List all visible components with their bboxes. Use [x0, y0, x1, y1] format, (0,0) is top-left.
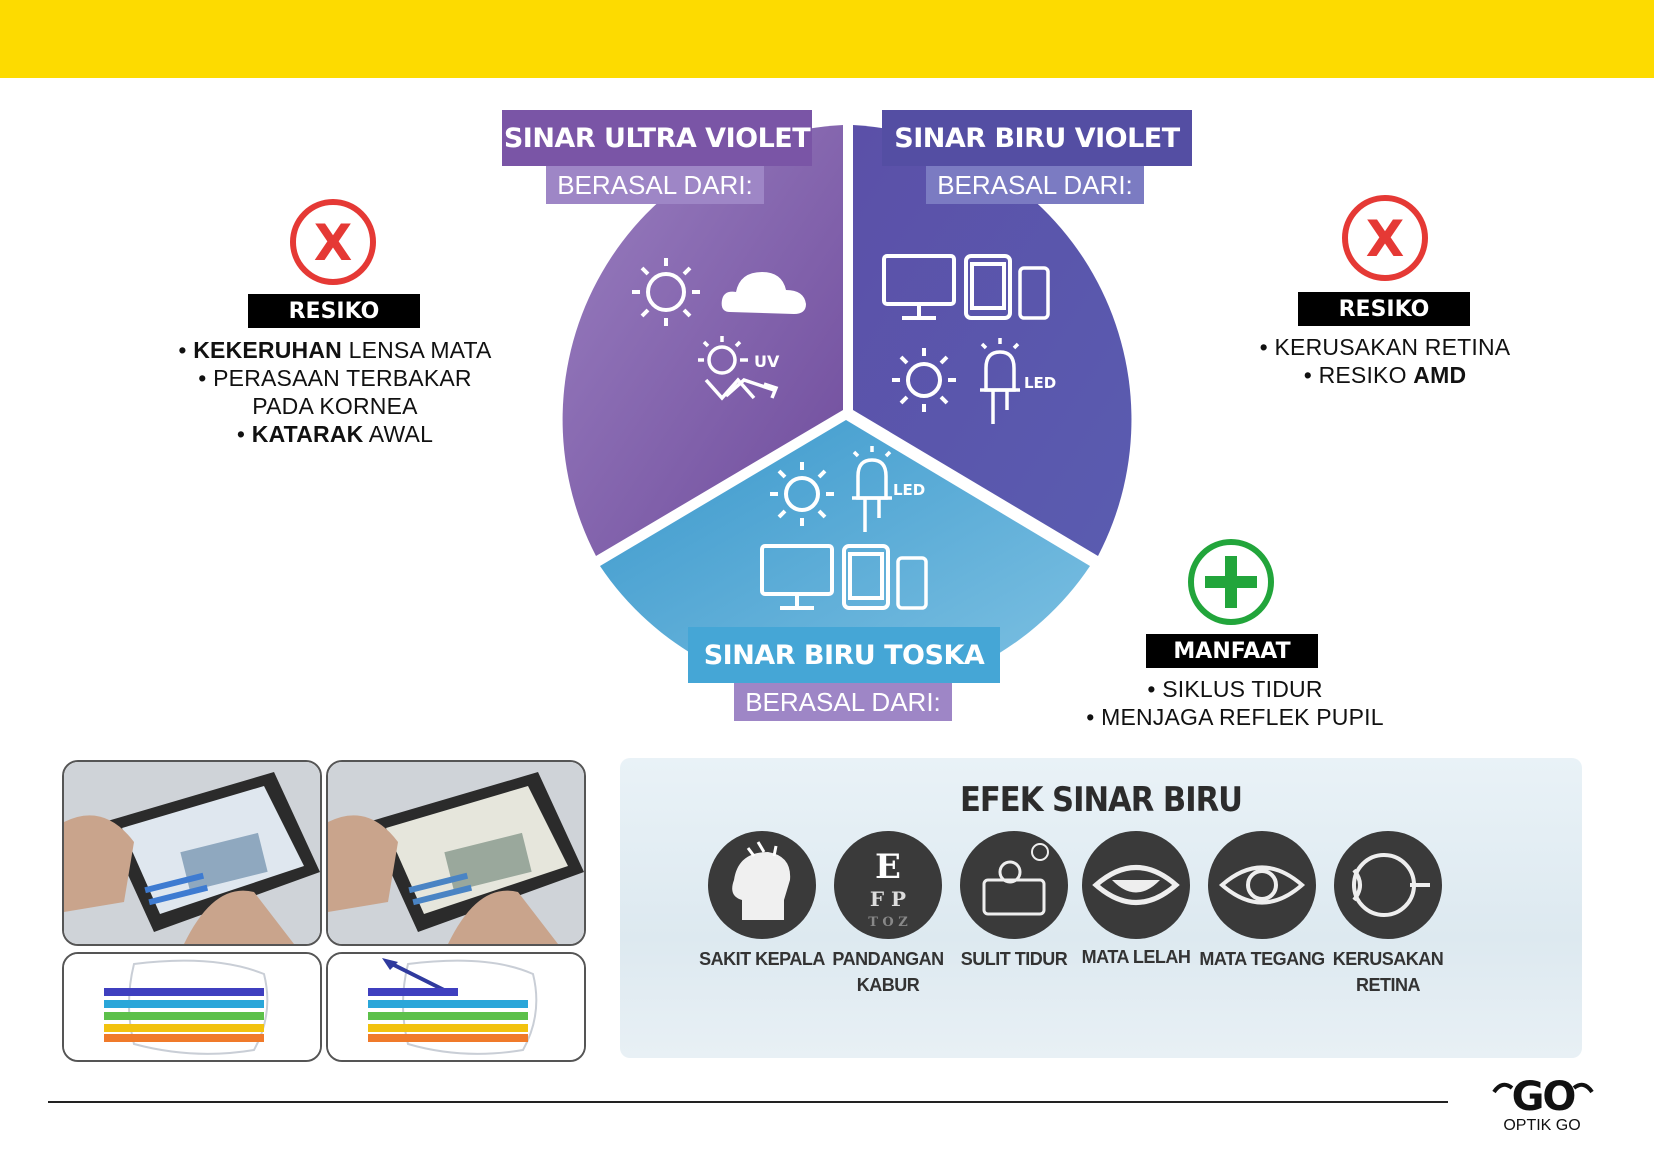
svg-text:X: X [314, 214, 353, 272]
svg-text:F P: F P [870, 887, 906, 911]
insomnia-icon [960, 831, 1068, 939]
effect-label: SAKIT KEPALA [699, 949, 825, 969]
list-item: • KERUSAKAN RETINA [1259, 334, 1511, 360]
monitor-icon [882, 254, 956, 320]
tablet-icon [842, 544, 890, 610]
lens-spectrum-without-filter [62, 952, 322, 1062]
red-x-icon: X [1342, 195, 1428, 281]
list-item: PADA KORNEA [252, 393, 418, 419]
benefit-list: • SIKLUS TIDUR • MENJAGA REFLEK PUPIL [1060, 675, 1410, 731]
phone-icon [896, 556, 928, 610]
sun-icon [770, 462, 834, 526]
list-item: • MENJAGA REFLEK PUPIL [1086, 704, 1384, 730]
top-yellow-bar [0, 0, 1654, 78]
led-label: LED [1024, 374, 1056, 392]
svg-text:T O Z: T O Z [868, 915, 908, 930]
uv-segment [562, 125, 843, 556]
blue-violet-title: SINAR BIRU VIOLET [882, 110, 1192, 166]
blue-tosca-subtitle: BERASAL DARI: [734, 683, 952, 721]
tablet-photo-without-filter [62, 760, 322, 946]
eye-chart-icon: E F P T O Z [834, 831, 942, 939]
effect-label: MATA LELAH [1081, 947, 1191, 967]
benefit-badge: MANFAAT [1146, 634, 1318, 668]
led-icon [852, 446, 892, 532]
uv-subtitle: BERASAL DARI: [546, 166, 764, 204]
svg-text:X: X [1366, 210, 1405, 268]
tablet-photo-with-filter [326, 760, 586, 946]
logo-text: OPTIK GO [1503, 1117, 1581, 1134]
green-plus-icon [1188, 539, 1274, 625]
blue-tosca-title: SINAR BIRU TOSKA [688, 627, 1000, 683]
cloud-icon [721, 272, 806, 314]
right-risk-badge: RESIKO [1298, 292, 1470, 326]
red-x-icon: X [290, 199, 376, 285]
effects-title: EFEK SINAR BIRU [959, 780, 1243, 820]
blue-violet-segment [853, 125, 1132, 556]
uv-title: SINAR ULTRA VIOLET [502, 110, 812, 166]
left-risk-badge: RESIKO [248, 294, 420, 328]
effect-label: MATA TEGANG [1199, 949, 1325, 969]
lens-spectrum-with-filter [326, 952, 586, 1062]
left-risk-list: • KEKERUHAN LENSA MATA • PERASAAN TERBAK… [150, 336, 520, 448]
led-label: LED [893, 481, 925, 499]
uv-label: UV [754, 352, 780, 371]
sun-icon [892, 348, 956, 412]
led-icon [980, 338, 1020, 424]
list-item: • PERASAAN TERBAKAR [198, 365, 472, 391]
list-item: • RESIKO AMD [1303, 362, 1467, 388]
strained-eye-icon [1208, 831, 1316, 939]
list-item: • SIKLUS TIDUR [1147, 676, 1323, 702]
effect-label: SULIT TIDUR [960, 949, 1068, 969]
svg-text:E: E [875, 847, 901, 887]
tired-eye-icon [1082, 831, 1190, 939]
tablet-icon [964, 254, 1012, 320]
uv-sun-icon [698, 336, 779, 401]
monitor-icon [760, 544, 834, 610]
logo-mark: GO [1512, 1074, 1575, 1120]
blue-violet-subtitle: BERASAL DARI: [926, 166, 1144, 204]
optik-go-logo: GO [1492, 1074, 1594, 1120]
retina-icon [1334, 831, 1442, 939]
footer-rule [48, 1101, 1448, 1103]
headache-icon [708, 831, 816, 939]
sun-icon [632, 258, 700, 326]
list-item: • KATARAK AWAL [236, 421, 434, 447]
phone-icon [1018, 266, 1050, 320]
right-risk-list: • KERUSAKAN RETINA • RESIKO AMD [1220, 333, 1550, 389]
list-item: • KEKERUHAN LENSA MATA [178, 337, 492, 363]
